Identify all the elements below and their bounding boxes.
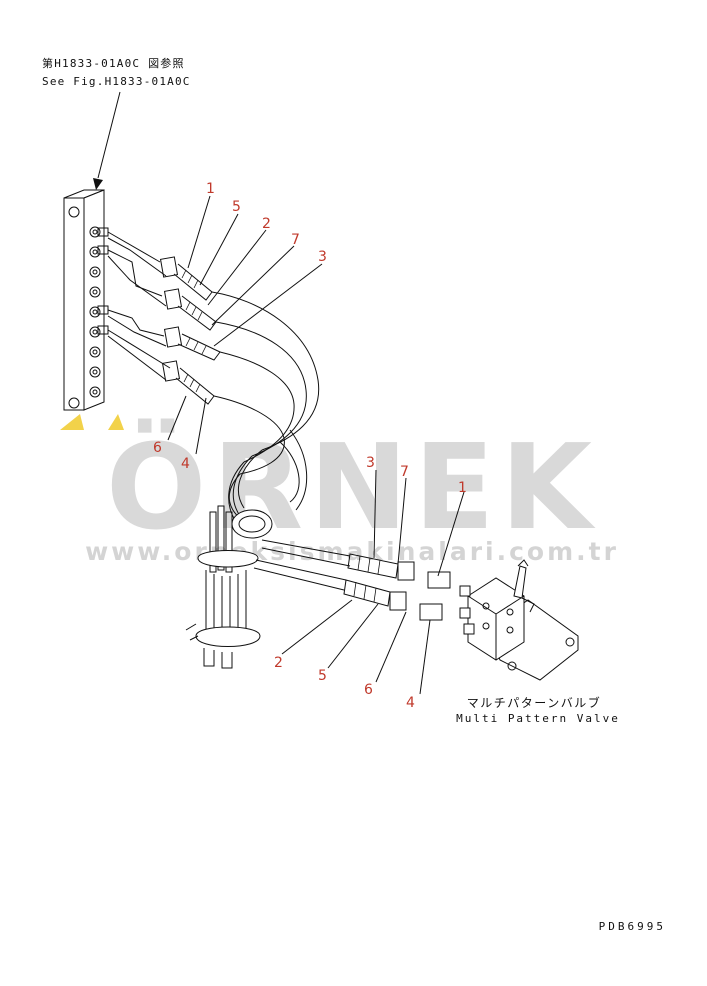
callout-upper-3: 3 — [318, 249, 327, 265]
callout-upper-6: 6 — [153, 440, 162, 456]
reference-japanese: 第H1833-01A0C 図参照 — [42, 56, 185, 70]
watermark-brand: ÖRNEK — [106, 418, 598, 556]
lower-callouts: 3 7 1 2 5 6 4 — [274, 455, 467, 711]
callout-lower-5: 5 — [318, 668, 327, 684]
callout-lower-7: 7 — [400, 464, 409, 480]
control-column — [185, 505, 273, 669]
upper-callouts: 1 5 2 7 3 6 4 — [153, 181, 327, 472]
drawing-code: PDB6995 — [599, 920, 666, 933]
callout-lower-2: 2 — [274, 655, 283, 671]
multi-pattern-valve — [459, 559, 579, 681]
reference-arrow — [93, 91, 121, 190]
callout-upper-4: 4 — [181, 456, 190, 472]
callout-upper-2: 2 — [262, 216, 271, 232]
callout-lower-3: 3 — [366, 455, 375, 471]
upper-hose-group — [107, 231, 320, 525]
reference-english: See Fig.H1833-01A0C — [42, 75, 191, 88]
watermark-url: www.orneksismakinalari.com.tr — [85, 537, 619, 566]
callout-upper-5: 5 — [232, 199, 241, 215]
upper-leader-lines — [167, 195, 323, 455]
callout-upper-1: 1 — [206, 181, 215, 197]
watermark: ÖRNEK www.orneksismakinalari.com.tr — [60, 414, 619, 566]
watermark-accent-right — [108, 414, 124, 430]
callout-lower-6: 6 — [364, 682, 373, 698]
valve-label-japanese: マルチパターンバルブ — [467, 695, 601, 710]
watermark-accent-left — [60, 414, 84, 430]
callout-upper-7: 7 — [291, 232, 300, 248]
manifold-block — [63, 189, 109, 411]
callout-lower-4: 4 — [406, 695, 415, 711]
valve-label-english: Multi Pattern Valve — [456, 712, 620, 725]
callout-lower-1: 1 — [458, 480, 467, 496]
lower-leader-lines — [281, 469, 465, 695]
